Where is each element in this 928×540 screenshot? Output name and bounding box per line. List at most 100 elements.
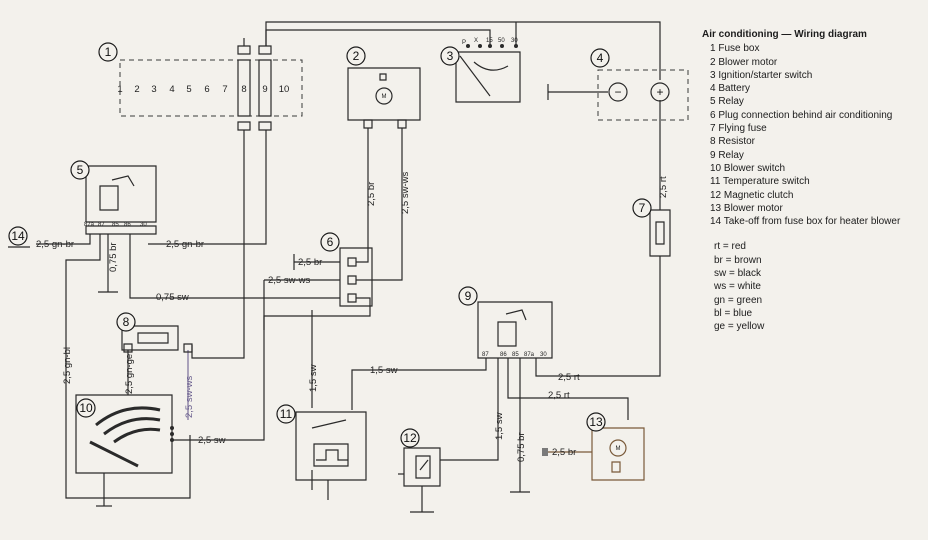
- relay-5-housing: [86, 166, 156, 222]
- resistor-housing: [122, 326, 178, 350]
- component-marker: [347, 47, 365, 65]
- wire-relay9-motor13: [508, 358, 628, 420]
- component-marker: [321, 233, 339, 251]
- wire-relay9-fuse7: [536, 256, 660, 376]
- component-number: 2: [353, 49, 360, 63]
- legend-item: 11 Temperature switch: [710, 176, 810, 188]
- wire-fuse9-relay5: [148, 130, 266, 244]
- fuse-9-bottom-connector: [259, 122, 271, 130]
- plug-6-housing: [340, 248, 372, 306]
- color-key-item: ge = yellow: [714, 321, 765, 333]
- color-key-item: sw = black: [714, 268, 761, 280]
- ignition-terminal-50: [500, 44, 504, 48]
- wire-label: 2,5 gn-br: [36, 239, 74, 250]
- legend-item: 6 Plug connection behind air conditionin…: [710, 109, 893, 121]
- relay-9-terminal: 87a: [524, 352, 535, 358]
- fuse-label: 5: [186, 84, 191, 95]
- legend-item: 7 Flying fuse: [710, 123, 767, 135]
- fuse-label: 3: [151, 84, 156, 95]
- ignition-terminal-30: [514, 44, 518, 48]
- component-marker: [587, 413, 605, 431]
- wire-label: 1,5 sw: [370, 365, 398, 376]
- ignition-terminal-label: 30: [511, 38, 518, 44]
- component-number: 14: [11, 229, 25, 243]
- temp-switch-element: [314, 444, 348, 466]
- component-marker: [9, 227, 27, 245]
- blower-switch-arc-1: [96, 408, 160, 425]
- relay-5-terminal: 30: [140, 222, 147, 228]
- legend-item: 5 Relay: [710, 96, 744, 108]
- component-number: 6: [327, 235, 334, 249]
- plug-connection-6: [340, 248, 372, 306]
- wire-label: 2,5 gn-bl: [62, 347, 73, 384]
- fuse-8-cell: [238, 60, 250, 116]
- component-marker: [117, 313, 135, 331]
- blower-switch-arc-3: [114, 429, 160, 442]
- fuse-label: 10: [279, 84, 290, 95]
- fuse-label: 4: [169, 84, 174, 95]
- wire-075sw: [130, 234, 340, 298]
- blower-motor-2-housing: [348, 68, 420, 120]
- plug-6-pin-1: [348, 258, 356, 266]
- resistor-terminal-a: [124, 344, 132, 352]
- color-key-item: rt = red: [714, 241, 746, 253]
- motor-2-plug: [380, 74, 386, 80]
- component-number: 3: [447, 49, 454, 63]
- ignition-terminal-15: [488, 44, 492, 48]
- flying-fuse-housing: [650, 210, 670, 256]
- wire-label: 2,5 br: [298, 257, 322, 268]
- relay-9-terminal: 86: [500, 352, 507, 358]
- clutch-coil-diagonal: [420, 460, 428, 470]
- wire-relay9-clutch: [440, 358, 498, 460]
- wire-takeoff-14: [36, 234, 90, 244]
- component-marker: [459, 287, 477, 305]
- fuse-label: 9: [262, 84, 267, 95]
- motor-13-connector: [542, 448, 548, 456]
- motor-2-icon: [376, 88, 392, 104]
- legend-item: 13 Blower motor: [710, 202, 783, 214]
- wire-label: 2,5 sw-ws: [400, 172, 411, 214]
- relay-5-terminal-strip: [86, 226, 156, 234]
- wire-motor2-swws: [356, 128, 402, 280]
- temp-switch-blade: [312, 420, 346, 428]
- resistor-8: [122, 326, 192, 352]
- battery-4: − +: [598, 70, 688, 120]
- wire-label: 0,75 sw: [156, 292, 189, 303]
- fuse-9-cell: [259, 60, 271, 116]
- ignition-terminal-p: [466, 44, 470, 48]
- wire-label: 2,5 br: [366, 182, 377, 206]
- legend-item: 8 Resistor: [710, 136, 756, 148]
- legend: Air conditioning — Wiring diagram 1 Fuse…: [702, 28, 926, 334]
- wire-label: 2,5 sw-ws: [268, 275, 310, 286]
- battery-minus-sign: −: [614, 85, 621, 99]
- battery-plus-sign: +: [656, 85, 663, 99]
- relay-9-housing: [478, 302, 552, 358]
- legend-item: 12 Magnetic clutch: [710, 189, 794, 201]
- component-number: 7: [639, 201, 646, 215]
- component-number: 1: [105, 45, 112, 59]
- blower-switch-10: [76, 395, 174, 506]
- component-marker: [71, 161, 89, 179]
- legend-item: 14 Take-off from fuse box for heater blo…: [710, 216, 901, 228]
- relay-5-contact: [112, 176, 134, 186]
- component-marker: [401, 429, 419, 447]
- blower-switch-terminal: [170, 432, 174, 436]
- component-marker: [99, 43, 117, 61]
- legend-item: 2 Blower motor: [710, 56, 778, 68]
- blower-motor-13: M: [542, 428, 644, 480]
- motor-2-terminal-b: [398, 120, 406, 128]
- color-key-item: gn = green: [714, 294, 763, 306]
- resistor-element: [138, 333, 168, 343]
- fuse-box: 1 2 3 4 5 6 7 8 9 10: [117, 46, 302, 130]
- plug-6-pin-2: [348, 276, 356, 284]
- relay-5: 87a 87 85 86 30: [84, 166, 156, 234]
- legend-item: 9 Relay: [710, 149, 744, 161]
- wire-label: 1,5 sw: [308, 364, 319, 392]
- color-key-item: br = brown: [714, 254, 762, 266]
- wire-label: 2,5 rt: [558, 372, 580, 383]
- temp-switch-symbol: [316, 450, 348, 460]
- ignition-terminal-label: 50: [498, 38, 505, 44]
- ignition-terminal-label: 15: [486, 38, 493, 44]
- wire-label: 2,5 sw: [198, 435, 226, 446]
